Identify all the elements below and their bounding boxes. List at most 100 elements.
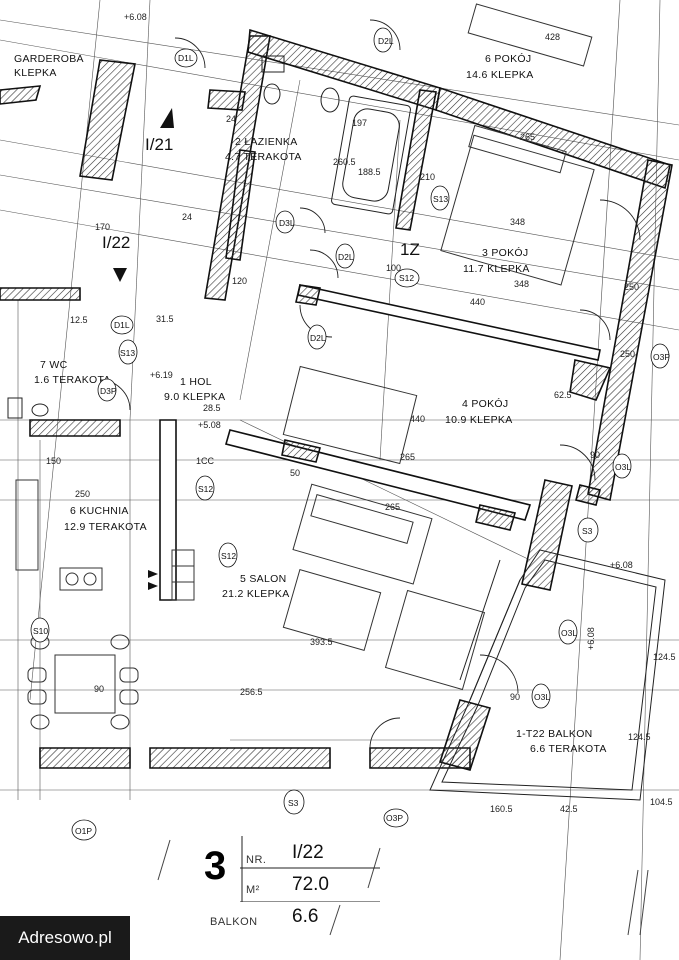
element-tag-texts: D1L D2L D3L D3P D1L S13 S13 S12 S12 S12 …: [33, 36, 670, 836]
svg-text:440: 440: [410, 414, 425, 424]
balcony-label: BALKON: [210, 916, 258, 928]
section-label-i22: I/22: [102, 233, 130, 252]
bathroom-fixtures: [7, 55, 411, 419]
svg-text:O1P: O1P: [75, 826, 92, 836]
balcony-outline: [429, 549, 666, 801]
room-floor-kuchnia: 12.9 TERAKOTA: [64, 521, 147, 533]
svg-text:D1L: D1L: [178, 53, 194, 63]
svg-text:250: 250: [620, 349, 635, 359]
apartment-summary: 3 NR. I/22 M² 72.0 BALKON 6.6: [200, 836, 380, 936]
svg-text:D3L: D3L: [279, 218, 295, 228]
svg-text:S13: S13: [433, 194, 448, 204]
svg-text:O3L: O3L: [534, 692, 550, 702]
svg-text:28.5: 28.5: [203, 403, 221, 413]
nr-value: I/22: [292, 842, 324, 863]
room-floor-pokoj6: 14.6 KLEPKA: [466, 69, 534, 81]
svg-text:150: 150: [46, 456, 61, 466]
svg-text:104.5: 104.5: [650, 797, 673, 807]
svg-text:42.5: 42.5: [560, 804, 578, 814]
svg-text:+6.08: +6.08: [586, 627, 596, 650]
room-floor-hol: 9.0 KLEPKA: [164, 391, 225, 403]
svg-text:D1L: D1L: [114, 320, 130, 330]
element-tags: [30, 27, 670, 841]
svg-text:24: 24: [182, 212, 192, 222]
svg-text:256.5: 256.5: [240, 687, 263, 697]
balcony-value: 6.6: [292, 906, 319, 927]
svg-text:O3P: O3P: [386, 813, 403, 823]
summary-grid: [240, 836, 380, 902]
svg-text:O3P: O3P: [653, 352, 670, 362]
area-label: M²: [246, 884, 260, 896]
svg-text:12.5: 12.5: [70, 315, 88, 325]
svg-text:120: 120: [232, 276, 247, 286]
furniture: [15, 3, 595, 730]
nr-label: NR.: [246, 854, 267, 866]
svg-text:250: 250: [624, 282, 639, 292]
room-name-salon: 5 SALON: [240, 573, 286, 585]
room-name-hol: 1 HOL: [180, 376, 212, 388]
svg-text:S3: S3: [582, 526, 593, 536]
svg-text:265: 265: [400, 452, 415, 462]
svg-text:31.5: 31.5: [156, 314, 174, 324]
room-name-pokoj6: 6 POKÓJ: [485, 52, 531, 65]
room-name-pokoj4: 4 POKÓJ: [462, 397, 508, 410]
svg-text:S13: S13: [120, 348, 135, 358]
svg-text:197: 197: [352, 118, 367, 128]
room-floor-wc: 1.6 TERAKOTA: [34, 374, 111, 386]
svg-text:+6.08: +6.08: [610, 560, 633, 570]
axis-label: 1Z: [400, 240, 420, 259]
room-floor-pokoj4: 10.9 KLEPKA: [445, 414, 513, 426]
room-floor-lazienka: 4.7 TERAKOTA: [225, 151, 302, 163]
svg-text:124.5: 124.5: [628, 732, 651, 742]
section-markers: [113, 108, 174, 590]
svg-text:90: 90: [510, 692, 520, 702]
svg-text:393.5: 393.5: [310, 637, 333, 647]
svg-text:90: 90: [94, 684, 104, 694]
svg-text:440: 440: [470, 297, 485, 307]
svg-text:62.5: 62.5: [554, 390, 572, 400]
room-floor-salon: 21.2 KLEPKA: [222, 588, 290, 600]
room-floor-balkon: 6.6 TERAKOTA: [530, 743, 607, 755]
svg-text:S3: S3: [288, 798, 299, 808]
area-value: 72.0: [292, 874, 329, 895]
svg-text:250: 250: [75, 489, 90, 499]
section-label-i21: I/21: [145, 135, 173, 154]
svg-text:265: 265: [385, 502, 400, 512]
svg-text:S12: S12: [198, 484, 213, 494]
room-name-balkon: 1-T22 BALKON: [516, 728, 593, 740]
svg-text:D2L: D2L: [338, 252, 354, 262]
svg-text:S10: S10: [33, 626, 48, 636]
room-name-wc: 7 WC: [40, 359, 68, 371]
svg-text:+5.08: +5.08: [198, 420, 221, 430]
svg-text:100: 100: [386, 263, 401, 273]
svg-text:170: 170: [95, 222, 110, 232]
dimension-labels: 428 265 348 348 440 440 265 265 250 250 …: [46, 32, 676, 814]
room-labels: GARDEROBA KLEPKA 6 POKÓJ 14.6 KLEPKA 2 Ł…: [14, 52, 607, 755]
svg-text:348: 348: [510, 217, 525, 227]
svg-text:24: 24: [226, 114, 236, 124]
watermark-logo: Adresowo.pl: [0, 916, 130, 960]
svg-text:210: 210: [420, 172, 435, 182]
svg-text:D3P: D3P: [100, 386, 117, 396]
room-floor-garderoba: KLEPKA: [14, 67, 57, 79]
room-name-lazienka: 2 ŁAZIENKA: [235, 136, 298, 148]
svg-text:260.5: 260.5: [333, 157, 356, 167]
svg-text:160.5: 160.5: [490, 804, 513, 814]
apartment-number: 3: [204, 844, 227, 888]
svg-text:124.5: 124.5: [653, 652, 676, 662]
room-name-pokoj3: 3 POKÓJ: [482, 246, 528, 259]
svg-text:O3L: O3L: [561, 628, 577, 638]
svg-text:D2L: D2L: [310, 333, 326, 343]
level-markers: +6.08 +6.19 +5.08 +6.08 +6.08: [124, 12, 633, 650]
svg-text:188.5: 188.5: [358, 167, 381, 177]
svg-text:348: 348: [514, 279, 529, 289]
svg-text:+6.19: +6.19: [150, 370, 173, 380]
svg-text:265: 265: [520, 132, 535, 142]
room-name-kuchnia: 6 KUCHNIA: [70, 505, 129, 517]
svg-text:D2L: D2L: [378, 36, 394, 46]
svg-text:50: 50: [290, 468, 300, 478]
svg-text:+6.08: +6.08: [124, 12, 147, 22]
svg-text:428: 428: [545, 32, 560, 42]
svg-text:1CC: 1CC: [196, 456, 215, 466]
